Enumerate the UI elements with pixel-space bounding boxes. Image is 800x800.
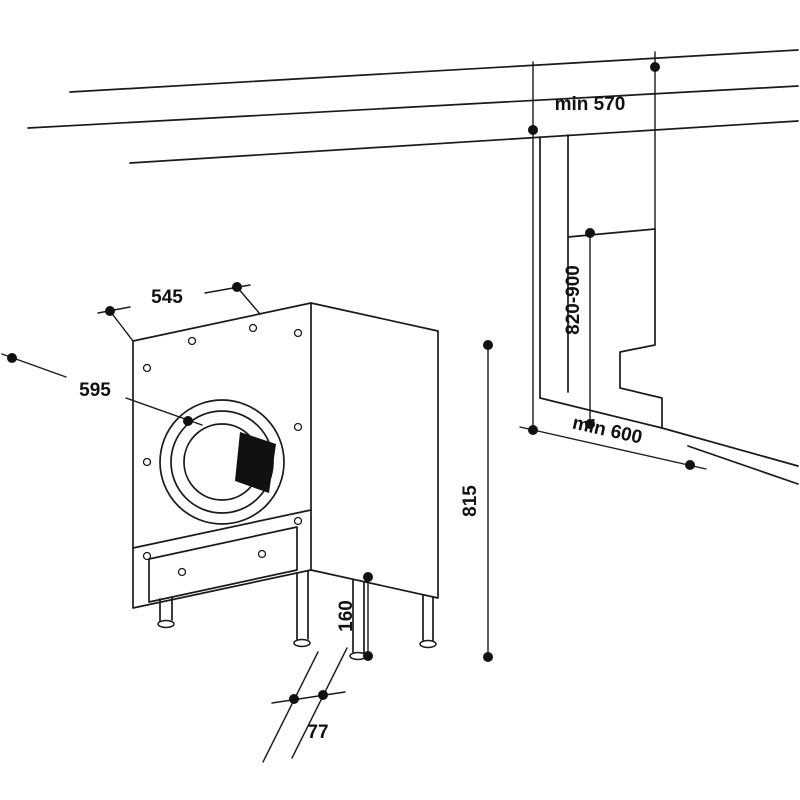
- machine-side-panel: [310, 302, 439, 599]
- dimension-endpoint-dot: [650, 62, 660, 72]
- dim-label-min-570: min 570: [555, 94, 626, 115]
- screw-hole: [293, 328, 303, 338]
- extension-line: [109, 310, 134, 342]
- screw-hole: [187, 336, 197, 346]
- worktop: [27, 49, 799, 164]
- dimensions: min 570 820-900 545 595: [1, 51, 707, 763]
- screw-hole: [142, 457, 152, 467]
- dimension-endpoint-dot: [685, 460, 695, 470]
- dim-label-815: 815: [460, 485, 481, 517]
- dim-815: 815: [460, 340, 493, 662]
- dim-820-900: 820-900: [563, 228, 595, 429]
- plinth-recess-panel: [148, 526, 298, 603]
- niche-underside-line: [567, 228, 656, 238]
- worktop-bottom-edge-line: [129, 120, 799, 164]
- screw-hole: [142, 551, 152, 561]
- door-outer-ring: [159, 399, 285, 525]
- dimension-endpoint-dot: [528, 425, 538, 435]
- dimension-endpoint-dot: [105, 306, 115, 316]
- screw-hole: [293, 516, 303, 526]
- niche-back-step-outline: [619, 228, 663, 429]
- foot-leg-lines: [159, 596, 173, 623]
- screw-hole: [142, 363, 152, 373]
- dimension-endpoint-dot: [585, 228, 595, 238]
- foot-leg-lines: [352, 579, 365, 655]
- dimension-endpoint-dot: [585, 419, 595, 429]
- door: [159, 399, 285, 525]
- door-handle: [235, 432, 276, 493]
- dimension-line: [204, 284, 251, 294]
- dim-min-600: min 600: [519, 413, 707, 470]
- dimension-endpoint-dot: [318, 690, 328, 700]
- extension-line: [291, 647, 348, 759]
- dimension-endpoint-dot: [232, 282, 242, 292]
- dimension-endpoint-dot: [363, 651, 373, 661]
- foot-leg-lines: [296, 570, 309, 642]
- dim-label-min-600: min 600: [570, 413, 644, 449]
- dim-545: 545: [97, 282, 261, 342]
- adjustable-foot: [419, 639, 437, 649]
- adjacent-cabinet-plinth-bottom-line: [687, 445, 799, 485]
- dimension-endpoint-dot: [483, 340, 493, 350]
- dim-label-545: 545: [151, 287, 183, 308]
- extension-line: [236, 286, 261, 315]
- plinth-screw-hole: [177, 567, 187, 577]
- plinth-seam-line: [132, 509, 312, 549]
- adjacent-cabinet-plinth-top-line: [661, 427, 799, 467]
- worktop-front-edge-line: [27, 85, 799, 129]
- dim-595: 595: [1, 353, 203, 426]
- dim-77: 77: [262, 647, 348, 763]
- plinth-screw-hole: [257, 549, 267, 559]
- dim-label-77: 77: [307, 722, 328, 743]
- extension-line: [262, 651, 319, 763]
- front-panel-screw-holes: [142, 323, 303, 577]
- washing-machine: [132, 302, 439, 661]
- dimension-endpoint-dot: [7, 353, 17, 363]
- screw-hole: [293, 422, 303, 432]
- dimension-line: [271, 691, 346, 704]
- dim-min-570: min 570: [528, 51, 660, 431]
- dimension-endpoint-dot: [483, 652, 493, 662]
- dim-label-820-900: 820-900: [563, 265, 584, 335]
- worktop-top-edge-line: [69, 49, 799, 93]
- dimension-endpoint-dot: [183, 416, 193, 426]
- dimension-endpoint-dot: [363, 572, 373, 582]
- dim-160: 160: [336, 572, 373, 661]
- adjustable-feet: [157, 570, 437, 661]
- adjustable-foot: [293, 638, 311, 648]
- dim-label-160: 160: [336, 600, 357, 632]
- dimension-endpoint-dot: [289, 694, 299, 704]
- cabinet-niche: [539, 134, 799, 485]
- foot-leg-lines: [422, 594, 434, 643]
- screw-hole: [248, 323, 258, 333]
- adjustable-foot: [157, 619, 175, 629]
- dimension-endpoint-dot: [528, 125, 538, 135]
- niche-floor-line: [539, 397, 663, 429]
- dimension-line: [519, 426, 707, 470]
- dim-label-595: 595: [79, 380, 111, 401]
